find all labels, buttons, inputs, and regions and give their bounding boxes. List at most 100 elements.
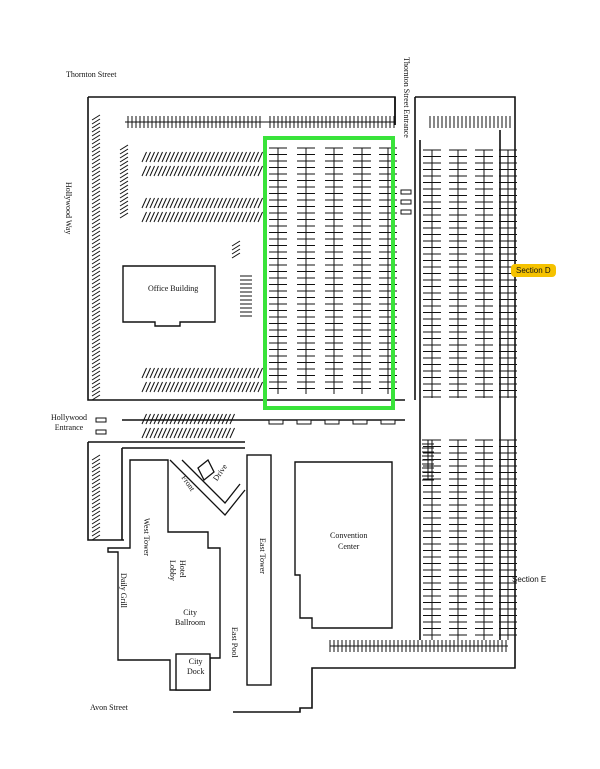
parking-stall: [145, 427, 151, 439]
parking-stall: [91, 510, 101, 517]
parking-stall: [91, 386, 101, 393]
parking-stall: [205, 211, 211, 223]
parking-stall: [145, 381, 151, 393]
parking-stall: [157, 413, 163, 425]
parking-stall: [229, 197, 235, 209]
parking-stall: [91, 286, 101, 293]
parking-stall: [231, 244, 241, 251]
parking-stall: [185, 413, 191, 425]
daily-grill-label: Daily Grill: [119, 573, 128, 608]
parking-stall: [91, 182, 101, 189]
parking-stall: [237, 197, 243, 209]
parking-stall: [181, 197, 187, 209]
parking-stall: [149, 381, 155, 393]
parking-stall: [91, 502, 101, 509]
parking-stall: [253, 211, 259, 223]
parking-stall: [91, 222, 101, 229]
parking-stall: [169, 427, 175, 439]
parking-stall: [91, 230, 101, 237]
parking-stall: [91, 482, 101, 489]
hollywood-way-label: Hollywood Way: [64, 182, 73, 235]
parking-stall: [153, 367, 159, 379]
parking-stall: [217, 165, 223, 177]
parking-stall: [185, 427, 191, 439]
parking-stall: [177, 367, 183, 379]
parking-stall: [91, 522, 101, 529]
hollywood-entrance-line2: Entrance: [54, 423, 84, 432]
parking-stall: [91, 374, 101, 381]
parking-stall: [205, 197, 211, 209]
parking-stall: [237, 165, 243, 177]
parking-stall: [119, 212, 129, 219]
parking-stall: [217, 427, 223, 439]
parking-stall: [241, 151, 247, 163]
parking-stall: [249, 211, 255, 223]
parking-stall: [257, 151, 263, 163]
parking-stall: [229, 151, 235, 163]
parking-stall: [119, 208, 129, 215]
parking-stall: [249, 197, 255, 209]
parking-stall: [119, 184, 129, 191]
parking-stall: [245, 211, 251, 223]
parking-stall: [119, 160, 129, 167]
parking-stall: [217, 413, 223, 425]
parking-stall: [91, 534, 101, 541]
thornton-entrance-lane: [394, 97, 416, 400]
parking-stall: [91, 278, 101, 285]
parking-stall: [91, 158, 101, 165]
parking-stall: [91, 478, 101, 485]
parking-stall: [91, 366, 101, 373]
parking-stall: [189, 367, 195, 379]
parking-stall: [257, 381, 263, 393]
parking-stall: [161, 413, 167, 425]
parking-stall: [91, 166, 101, 173]
parking-stall: [233, 211, 239, 223]
parking-stall: [253, 165, 259, 177]
parking-stall: [213, 413, 219, 425]
parking-stall: [141, 151, 147, 163]
parking-stall: [185, 211, 191, 223]
parking-stall: [201, 381, 207, 393]
parking-stall: [257, 367, 263, 379]
parking-stall: [153, 197, 159, 209]
hotel-lobby-label-1: Hotel: [178, 560, 187, 578]
parking-stall: [225, 413, 231, 425]
parking-stall: [173, 367, 179, 379]
parking-stall: [91, 486, 101, 493]
parking-stall: [91, 198, 101, 205]
parking-stall: [177, 381, 183, 393]
parking-stall: [189, 165, 195, 177]
parking-stall: [91, 190, 101, 197]
parking-stall: [91, 382, 101, 389]
city-ballroom-label: City Ballroom: [175, 609, 205, 627]
parking-stall: [193, 381, 199, 393]
entrance-markers: [95, 189, 412, 435]
parking-stall: [225, 367, 231, 379]
parking-stall: [229, 367, 235, 379]
parking-stall: [237, 367, 243, 379]
parking-stall: [169, 197, 175, 209]
parking-stall: [205, 151, 211, 163]
city-ballroom-line2: Ballroom: [175, 618, 206, 627]
parking-stall: [181, 151, 187, 163]
parking-stall: [161, 427, 167, 439]
parking-stall: [161, 211, 167, 223]
parking-stall: [91, 390, 101, 397]
parking-stall: [221, 427, 227, 439]
parking-stall: [169, 165, 175, 177]
parking-stall: [91, 206, 101, 213]
parking-stall: [213, 151, 219, 163]
parking-stall: [209, 367, 215, 379]
parking-stall: [91, 506, 101, 513]
thornton-entrance-label: Thornton Street Entrance: [402, 57, 411, 138]
parking-stall: [221, 211, 227, 223]
parking-stall: [91, 298, 101, 305]
parking-stall: [231, 248, 241, 255]
parking-stall: [165, 165, 171, 177]
parking-stall: [119, 176, 129, 183]
parking-stall: [149, 151, 155, 163]
parking-stall: [149, 165, 155, 177]
parking-stall: [197, 211, 203, 223]
parking-stall: [177, 211, 183, 223]
